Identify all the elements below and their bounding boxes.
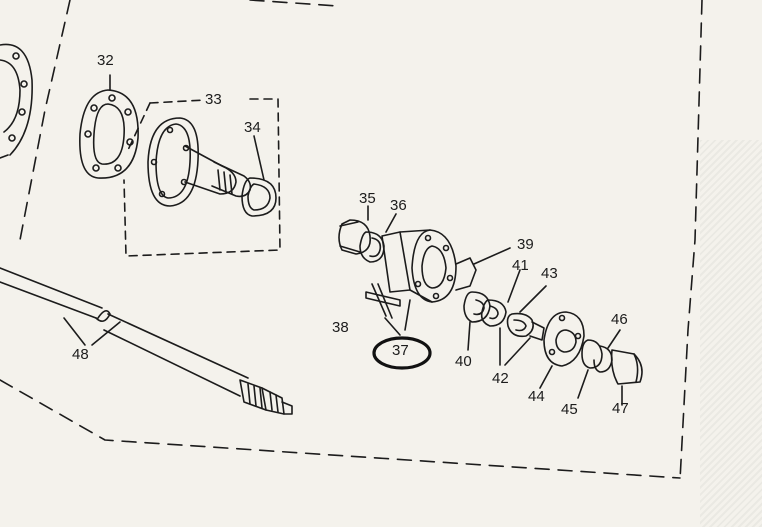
callout-47: 47: [612, 400, 629, 417]
callout-40: 40: [455, 353, 472, 370]
callout-43: 43: [541, 265, 558, 282]
parts-45-47-cap: [577, 329, 643, 406]
callout-41: 41: [512, 257, 529, 274]
callout-36: 36: [390, 197, 407, 214]
callout-32: 32: [97, 52, 114, 69]
hub-assembly: [365, 229, 457, 336]
callout-35: 35: [359, 190, 376, 207]
part-48-axle-shaft: [0, 267, 293, 415]
callout-46: 46: [611, 311, 628, 328]
callout-42: 42: [492, 370, 509, 387]
part-33-group-box: [123, 98, 281, 257]
callout-48: 48: [72, 346, 89, 363]
scan-shadow: [700, 140, 762, 527]
callout-44: 44: [528, 388, 545, 405]
highlight-circle-37: [372, 336, 432, 370]
part-33-spindle: [147, 117, 252, 207]
callout-33: 33: [205, 91, 222, 108]
callout-38: 38: [332, 319, 349, 336]
callout-45: 45: [561, 401, 578, 418]
part-32-gasket: [79, 74, 139, 179]
assembly-boundary: [0, 0, 703, 481]
part-35-36-bearings: [338, 205, 397, 263]
part-34-bearing-cup: [241, 135, 277, 217]
callout-37: 37: [392, 342, 409, 359]
callout-34: 34: [244, 119, 261, 136]
callout-39: 39: [517, 236, 534, 253]
part-44-cap-flange: [539, 311, 585, 389]
left-flange-fragment: [0, 43, 33, 159]
parts-39-43-washers: [455, 247, 547, 366]
